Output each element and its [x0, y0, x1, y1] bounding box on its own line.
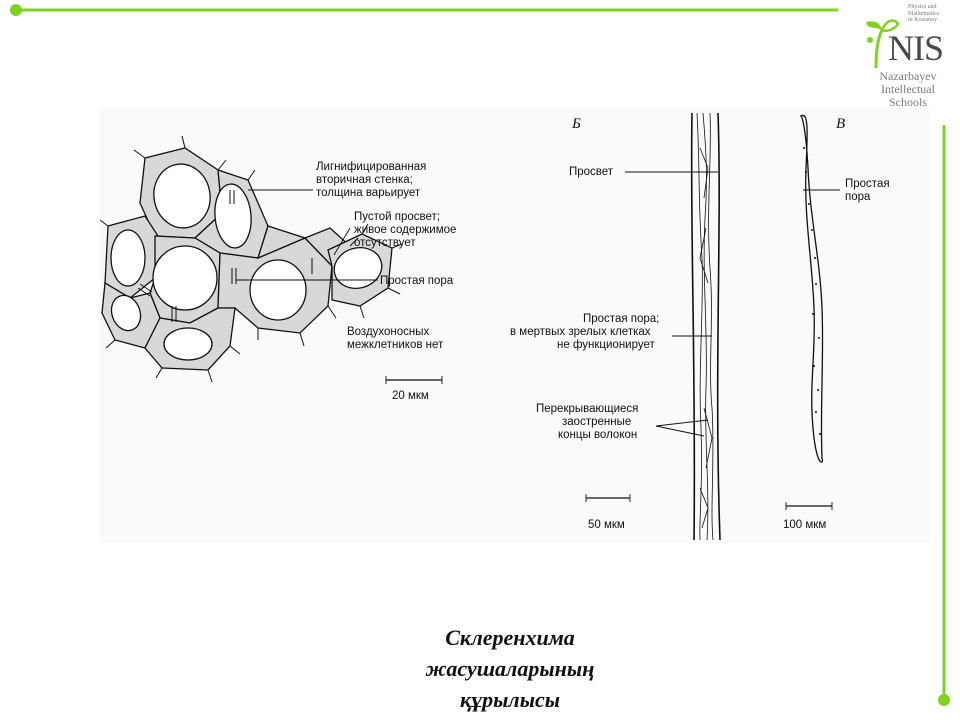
label-scale-c: 100 мкм [783, 519, 826, 531]
panel-b-labels: Б Просвет Простая пора; в мертвых зрелых… [510, 116, 659, 531]
caption-line: Склеренхима [445, 625, 575, 650]
label-b-pore-2: в мертвых зрелых клетках [510, 326, 651, 338]
sclerenchyma-figure: Лигнифицированная вторичная стенка; толщ… [100, 108, 930, 543]
label-c-pore-2: пора [845, 191, 871, 203]
cell-lumens [110, 163, 383, 361]
panel-c-labels: В Простая пора 100 мкм [783, 116, 890, 531]
slide-caption: Склеренхима жасушаларының құрылысы [380, 622, 640, 715]
panel-c-fiber-diagram [785, 114, 840, 510]
label-wall-1: Лигнифицированная [316, 161, 426, 173]
panel-b-fiber-diagram [585, 112, 721, 541]
label-air-2: межклетников нет [347, 339, 444, 351]
logo-name-line: Nazarbayev [879, 69, 937, 83]
panel-b-leader-lines [585, 171, 718, 502]
panel-a-labels: Лигнифицированная вторичная стенка; толщ… [316, 161, 456, 402]
fiber-pores [803, 147, 821, 435]
label-c-pore-1: Простая [845, 178, 890, 190]
panel-c-letter: В [836, 116, 845, 132]
panel-a-leader-lines [236, 189, 443, 384]
label-b-pore-3: не функционирует [557, 339, 655, 351]
caption-line: жасушаларының [425, 656, 595, 681]
bottom-right-dot [938, 694, 950, 706]
label-b-ends-3: концы волокон [558, 429, 637, 441]
logo-name-line: Schools [888, 95, 927, 109]
sprout-icon [866, 19, 900, 69]
logo-small-line: Mathematics [908, 10, 939, 17]
label-b-ends-1: Перекрывающиеся [536, 403, 638, 415]
label-wall-2: вторичная стенка; [316, 174, 413, 186]
label-lumen-1: Пустой просвет; [354, 211, 440, 223]
top-left-dot [10, 4, 22, 16]
caption-line: құрылысы [460, 687, 560, 712]
panel-a-cell-diagram [100, 135, 443, 384]
logo-acronym: NIS [888, 28, 944, 68]
logo-school-subtitle: Physics and Mathematics in Kostanay [908, 4, 958, 24]
wall-spikes [100, 135, 403, 383]
label-air-1: Воздухоносных [347, 326, 430, 338]
label-scale-b: 50 мкм [588, 519, 625, 531]
label-b-lumen: Просвет [569, 166, 614, 178]
label-lumen-2: живое содержимое [354, 224, 456, 236]
label-lumen-3: отсутствует [354, 237, 416, 249]
panel-c-leader-lines [785, 189, 840, 510]
label-scale-a: 20 мкм [392, 390, 429, 402]
panel-b-letter: Б [571, 116, 581, 132]
logo-small-line: Physics and [908, 4, 937, 10]
label-simple-pore: Простая пора [380, 275, 454, 287]
label-b-ends-2: заостренные [562, 416, 631, 428]
simple-pores [137, 190, 313, 322]
label-b-pore-1: Простая пора; [583, 313, 659, 325]
label-wall-3: толщина варьирует [316, 187, 421, 199]
logo-full-name: Nazarbayev Intellectual Schools [868, 70, 948, 109]
logo-name-line: Intellectual [881, 82, 935, 96]
logo-small-line: in Kostanay [908, 17, 937, 23]
